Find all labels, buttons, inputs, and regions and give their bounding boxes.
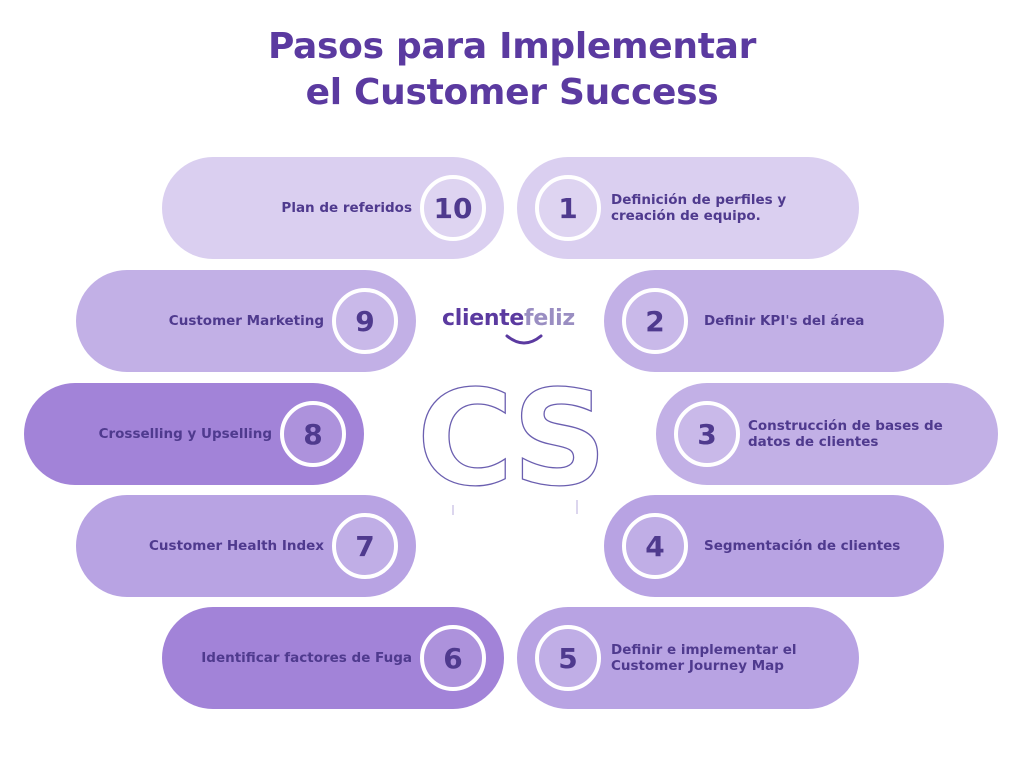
step-5-label: Definir e implementar el Customer Journe…	[611, 642, 797, 674]
step-4-label: Segmentación de clientes	[704, 538, 901, 554]
step-3-number: 3	[674, 401, 740, 467]
step-8-number: 8	[280, 401, 346, 467]
step-1-label: Definición de perfiles y creación de equ…	[611, 192, 787, 224]
step-5-pill: 5 Definir e implementar el Customer Jour…	[517, 607, 859, 709]
decor-tick-left	[452, 505, 454, 515]
step-2-label: Definir KPI's del área	[704, 313, 865, 329]
page-title: Pasos para Implementar el Customer Succe…	[0, 24, 1024, 116]
step-3-pill: 3 Construcción de bases de datos de clie…	[656, 383, 998, 485]
step-6-number: 6	[420, 625, 486, 691]
cs-outline-art: CS	[416, 372, 608, 517]
step-8-label: Crosselling y Upselling	[98, 426, 272, 442]
step-10-label: Plan de referidos	[281, 200, 412, 216]
logo-text-feliz: feliz	[524, 306, 575, 331]
step-6-label: Identificar factores de Fuga	[201, 650, 412, 666]
step-7-pill: Customer Health Index 7	[76, 495, 416, 597]
step-2-pill: 2 Definir KPI's del área	[604, 270, 944, 372]
step-9-number: 9	[332, 288, 398, 354]
cs-letters: CS	[417, 372, 603, 516]
step-1-number: 1	[535, 175, 601, 241]
step-9-pill: Customer Marketing 9	[76, 270, 416, 372]
title-line-1: Pasos para Implementar	[267, 26, 757, 67]
step-4-number: 4	[622, 513, 688, 579]
step-10-number: 10	[420, 175, 486, 241]
logo-text-cliente: cliente	[442, 306, 525, 331]
step-7-label: Customer Health Index	[149, 538, 324, 554]
step-7-number: 7	[332, 513, 398, 579]
step-3-label: Construcción de bases de datos de client…	[748, 418, 943, 450]
step-10-pill: Plan de referidos 10	[162, 157, 504, 259]
step-5-number: 5	[535, 625, 601, 691]
step-8-pill: Crosselling y Upselling 8	[24, 383, 364, 485]
decor-tick-right	[576, 500, 578, 514]
smile-icon	[505, 334, 543, 345]
step-1-pill: 1 Definición de perfiles y creación de e…	[517, 157, 859, 259]
step-4-pill: 4 Segmentación de clientes	[604, 495, 944, 597]
title-line-2: el Customer Success	[305, 72, 719, 113]
clientefeliz-logo: clientefeliz	[442, 306, 582, 350]
step-9-label: Customer Marketing	[168, 313, 324, 329]
step-2-number: 2	[622, 288, 688, 354]
step-6-pill: Identificar factores de Fuga 6	[162, 607, 504, 709]
